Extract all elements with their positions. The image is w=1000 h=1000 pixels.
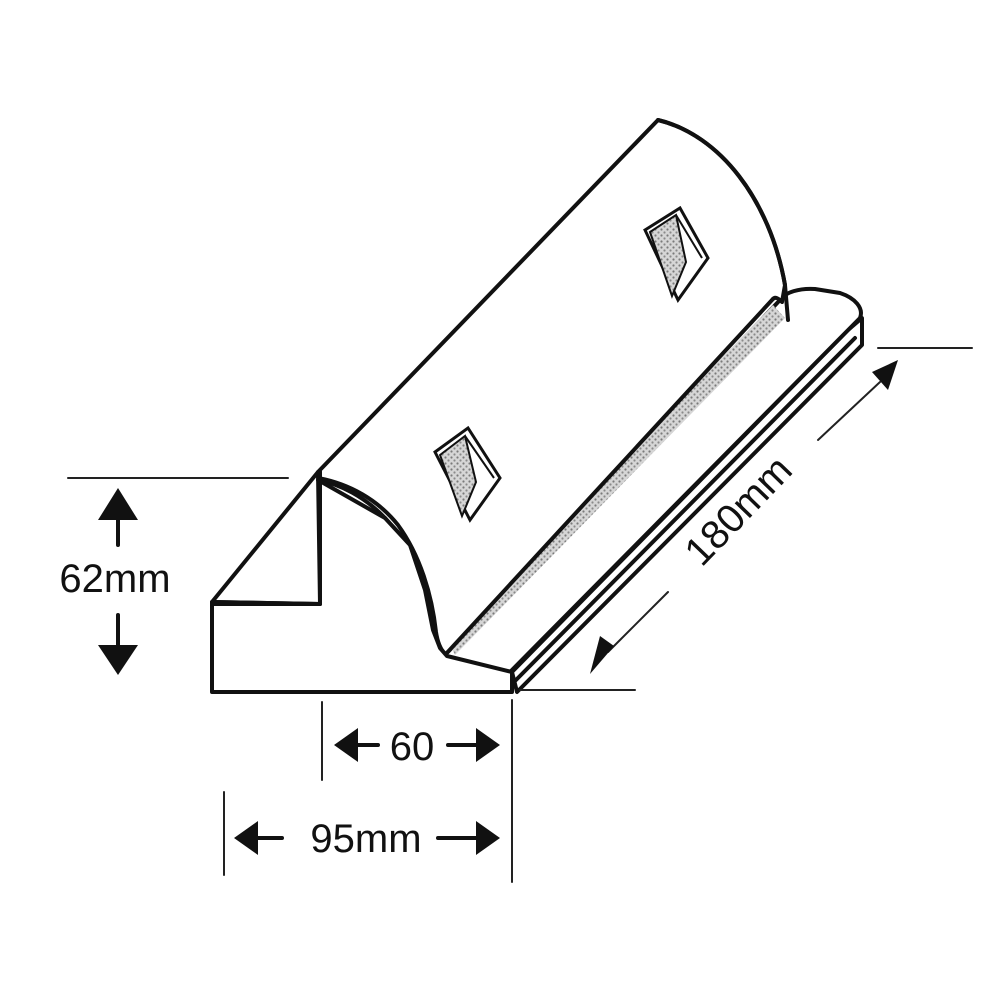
height-label: 62mm xyxy=(59,557,170,601)
length-upper-shaft xyxy=(817,381,881,441)
length-lower-shaft xyxy=(607,591,669,653)
bolt-hole-lower xyxy=(433,425,502,523)
height-arrow-down xyxy=(98,645,138,675)
inner-width-label: 60 xyxy=(390,725,435,769)
width-arrow-left xyxy=(234,821,258,855)
width-label: 95mm xyxy=(310,817,421,861)
width-arrow-right xyxy=(476,821,500,855)
back-curve xyxy=(656,118,790,322)
base-shading xyxy=(448,305,785,655)
length-arrow-down xyxy=(590,636,614,674)
height-arrow-up xyxy=(98,488,138,520)
inner-width-arrow-right xyxy=(476,728,500,762)
base-front-edge-midline xyxy=(512,336,857,684)
bolt-hole-upper xyxy=(643,205,710,303)
front-wedge xyxy=(210,470,322,606)
length-arrow-up xyxy=(872,360,898,390)
inner-width-arrow-left xyxy=(334,728,358,762)
